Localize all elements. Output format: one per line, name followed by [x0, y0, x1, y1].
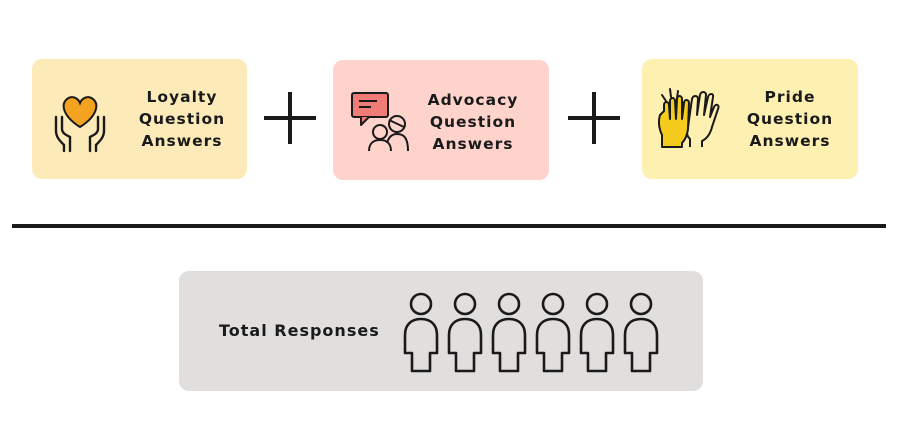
- advocacy-label-line: Advocacy: [427, 91, 519, 109]
- equals-divider: [12, 224, 886, 228]
- loyalty-label-line: Loyalty: [146, 88, 218, 106]
- pride-label-line: Question: [746, 110, 834, 128]
- advocacy-card: Advocacy Question Answers: [333, 60, 549, 180]
- pride-label-line: Pride: [764, 88, 816, 106]
- person-icon: [579, 292, 615, 373]
- loyalty-label-line: Answers: [141, 132, 223, 150]
- plus-icon: [264, 92, 316, 144]
- plus-icon: [568, 92, 620, 144]
- advocacy-label-line: Answers: [432, 135, 514, 153]
- advocacy-label: Advocacy Question Answers: [423, 89, 523, 155]
- total-responses-label: Total Responses: [219, 321, 380, 340]
- people-row: [403, 292, 659, 373]
- pride-card: Pride Question Answers: [642, 59, 858, 179]
- loyalty-card: Loyalty Question Answers: [32, 59, 247, 179]
- high-five-icon: [657, 88, 720, 148]
- loyalty-label: Loyalty Question Answers: [132, 86, 232, 152]
- person-icon: [491, 292, 527, 373]
- loyalty-label-line: Question: [138, 110, 226, 128]
- pride-label-line: Answers: [749, 132, 831, 150]
- person-icon: [447, 292, 483, 373]
- advocacy-label-line: Question: [429, 113, 517, 131]
- people-speech-bubble-icon: [351, 92, 409, 152]
- hands-heart-icon: [54, 96, 106, 153]
- person-icon: [623, 292, 659, 373]
- person-icon: [535, 292, 571, 373]
- pride-label: Pride Question Answers: [740, 86, 840, 152]
- total-responses-box: Total Responses: [179, 271, 703, 391]
- person-icon: [403, 292, 439, 373]
